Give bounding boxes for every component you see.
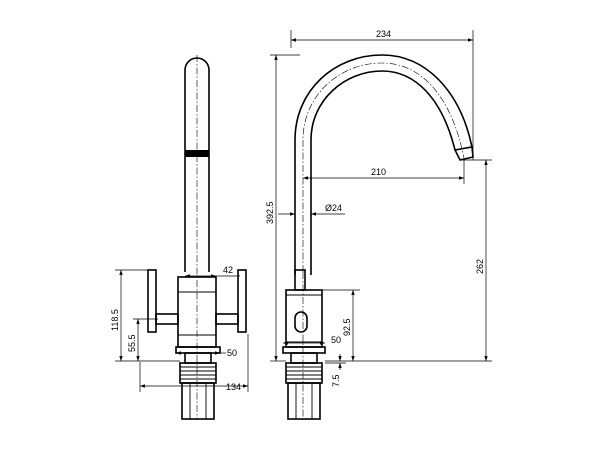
- front-right-arm: [215, 313, 239, 325]
- side-view: 234 210 Ø24 392.5 262: [265, 29, 492, 420]
- dim-front-body-width: 42: [185, 265, 240, 278]
- front-neck: [184, 352, 212, 364]
- dim-width-total: 234: [291, 29, 473, 42]
- side-base: [282, 346, 326, 354]
- side-aerator: [453, 146, 474, 161]
- side-handle-top: [294, 269, 306, 291]
- side-thread: [285, 362, 323, 384]
- dim-label-118-5: 118.5: [110, 309, 120, 331]
- dim-side-base-width: 50: [283, 335, 341, 345]
- dim-label-42: 42: [223, 265, 233, 275]
- dim-lever-lower: 55.5: [127, 319, 140, 361]
- side-neck: [290, 352, 318, 364]
- front-view: 42 50 134 118.5 55.5: [110, 55, 249, 420]
- dim-label-50-front: 50: [227, 348, 237, 358]
- dim-label-50-side: 50: [331, 335, 341, 345]
- dim-label-134: 134: [226, 382, 241, 392]
- dim-lever-height: 118.5: [110, 270, 123, 361]
- dim-label-234: 234: [376, 29, 391, 39]
- front-right-handle: [237, 269, 247, 333]
- dim-spout-height: 262: [475, 160, 488, 361]
- side-spout-outer: [294, 54, 473, 275]
- dim-label-7-5: 7.5: [331, 374, 341, 387]
- front-base: [175, 346, 221, 354]
- dim-lever-span: 134: [140, 382, 248, 392]
- side-shank: [287, 382, 321, 420]
- front-left-arm: [155, 313, 179, 325]
- dim-label-55-5: 55.5: [127, 334, 137, 352]
- side-lever-slot: [294, 311, 308, 333]
- dim-label-diameter: Ø24: [325, 203, 342, 213]
- side-body: [285, 289, 323, 348]
- front-left-handle: [147, 269, 157, 333]
- front-shank: [181, 382, 215, 420]
- dim-thread-height: 7.5: [331, 354, 342, 387]
- dim-label-392-5: 392.5: [265, 201, 275, 224]
- dim-label-92-5: 92.5: [342, 318, 352, 336]
- dim-diameter: Ø24: [278, 203, 345, 216]
- dim-label-262: 262: [475, 259, 485, 274]
- front-thread: [179, 362, 217, 384]
- dim-reach: 210: [303, 167, 464, 180]
- dim-label-210: 210: [371, 167, 386, 177]
- dim-body-height: 92.5: [342, 290, 355, 361]
- dim-front-base-width: 50: [176, 348, 237, 358]
- dim-height-total: 392.5: [265, 55, 278, 361]
- front-aerator-band: [185, 150, 209, 157]
- side-spout-inner: [310, 70, 456, 275]
- side-spout-centerline: [302, 62, 465, 272]
